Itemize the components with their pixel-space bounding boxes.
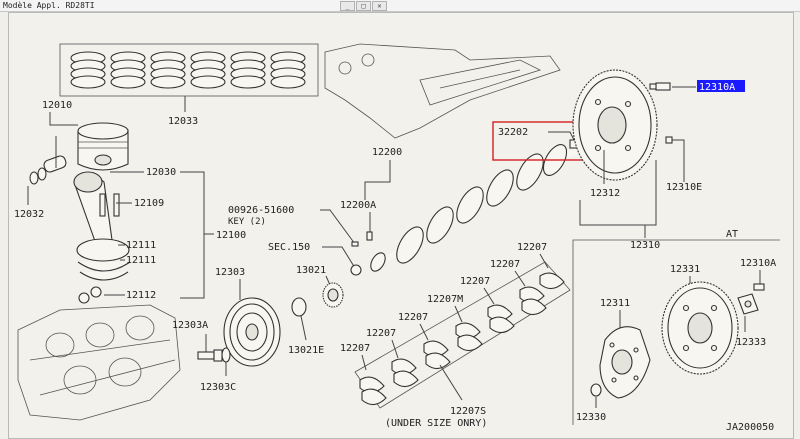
label-12033[interactable]: 12033 bbox=[168, 116, 198, 127]
label-12112[interactable]: 12112 bbox=[126, 290, 156, 301]
label-12207-e[interactable]: 12207 bbox=[490, 259, 520, 270]
crank-pulley[interactable] bbox=[223, 297, 281, 367]
flywheel-mt[interactable] bbox=[572, 69, 658, 181]
label-12207-a[interactable]: 12207 bbox=[340, 343, 370, 354]
sec150-seal[interactable] bbox=[350, 264, 362, 276]
window-title: Modèle Appl. RD28TI bbox=[3, 1, 95, 10]
crank-sprocket[interactable] bbox=[322, 282, 344, 308]
dowel-pin-12310e[interactable] bbox=[665, 136, 673, 144]
spacer-12330[interactable] bbox=[590, 383, 602, 397]
label-12111-lower[interactable]: 12111 bbox=[126, 255, 156, 266]
plug-12200a[interactable] bbox=[366, 231, 373, 241]
label-12331[interactable]: 12331 bbox=[670, 264, 700, 275]
label-12200[interactable]: 12200 bbox=[372, 147, 402, 158]
cylinder-block-outline bbox=[17, 304, 181, 421]
label-key-description: KEY (2) bbox=[228, 217, 266, 227]
plate-12311[interactable] bbox=[599, 326, 651, 399]
label-sec150[interactable]: SEC.150 bbox=[268, 242, 310, 253]
crankshaft[interactable] bbox=[368, 141, 582, 274]
label-AT-section: AT bbox=[726, 229, 738, 240]
label-12032[interactable]: 12032 bbox=[14, 209, 44, 220]
label-12303A[interactable]: 12303A bbox=[172, 320, 208, 331]
reinforcement-plate-12333[interactable] bbox=[737, 293, 759, 315]
pulley-washer[interactable] bbox=[221, 347, 231, 363]
piston-pin[interactable] bbox=[29, 155, 67, 185]
label-12303[interactable]: 12303 bbox=[215, 267, 245, 278]
piston[interactable] bbox=[77, 122, 129, 171]
label-12311[interactable]: 12311 bbox=[600, 298, 630, 309]
label-under-size: (UNDER SIZE ONRY) bbox=[385, 418, 487, 429]
label-12207-c[interactable]: 12207 bbox=[398, 312, 428, 323]
label-32202[interactable]: 32202 bbox=[498, 127, 528, 138]
highlight-12310A bbox=[697, 80, 745, 92]
label-12109[interactable]: 12109 bbox=[134, 198, 164, 209]
label-12207M[interactable]: 12207M bbox=[427, 294, 463, 305]
label-12310A-at[interactable]: 12310A bbox=[740, 258, 776, 269]
oil-seal-13021e[interactable] bbox=[291, 297, 307, 317]
label-12200A[interactable]: 12200A bbox=[340, 200, 376, 211]
flywheel-bolt[interactable] bbox=[649, 82, 671, 91]
connecting-rod[interactable] bbox=[73, 171, 131, 281]
cylinder-head-outline bbox=[324, 43, 561, 139]
label-13021E[interactable]: 13021E bbox=[288, 345, 324, 356]
label-12303C[interactable]: 12303C bbox=[200, 382, 236, 393]
close-button[interactable]: ✕ bbox=[372, 1, 387, 11]
minimize-button[interactable]: _ bbox=[340, 1, 355, 11]
conrod-nuts[interactable] bbox=[78, 286, 102, 304]
label-12310[interactable]: 12310 bbox=[630, 240, 660, 251]
diagram-reference-code: JA200050 bbox=[726, 422, 774, 433]
label-12207S[interactable]: 12207S bbox=[450, 406, 486, 417]
label-12030[interactable]: 12030 bbox=[146, 167, 176, 178]
label-12207-f[interactable]: 12207 bbox=[517, 242, 547, 253]
main-bearings-group[interactable] bbox=[354, 261, 571, 409]
label-12312[interactable]: 12312 bbox=[590, 188, 620, 199]
label-12010[interactable]: 12010 bbox=[42, 100, 72, 111]
label-12330[interactable]: 12330 bbox=[576, 412, 606, 423]
drive-plate-at[interactable] bbox=[661, 281, 739, 375]
at-bolt-12310a[interactable] bbox=[753, 283, 765, 291]
window-titlebar: Modèle Appl. RD28TI _ □ ✕ bbox=[0, 0, 800, 12]
label-13021[interactable]: 13021 bbox=[296, 265, 326, 276]
label-12310E[interactable]: 12310E bbox=[666, 182, 702, 193]
maximize-button[interactable]: □ bbox=[356, 1, 371, 11]
label-12111-upper[interactable]: 12111 bbox=[126, 240, 156, 251]
label-12333[interactable]: 12333 bbox=[736, 337, 766, 348]
label-12207-b[interactable]: 12207 bbox=[366, 328, 396, 339]
woodruff-key[interactable] bbox=[351, 241, 359, 247]
pulley-bolt[interactable] bbox=[197, 349, 223, 362]
label-12100[interactable]: 12100 bbox=[216, 230, 246, 241]
label-12207-d[interactable]: 12207 bbox=[460, 276, 490, 287]
label-key-part-number[interactable]: 00926-51600 bbox=[228, 205, 294, 216]
piston-rings-set[interactable] bbox=[59, 43, 319, 112]
label-12310A-top[interactable]: 12310A bbox=[699, 82, 735, 93]
